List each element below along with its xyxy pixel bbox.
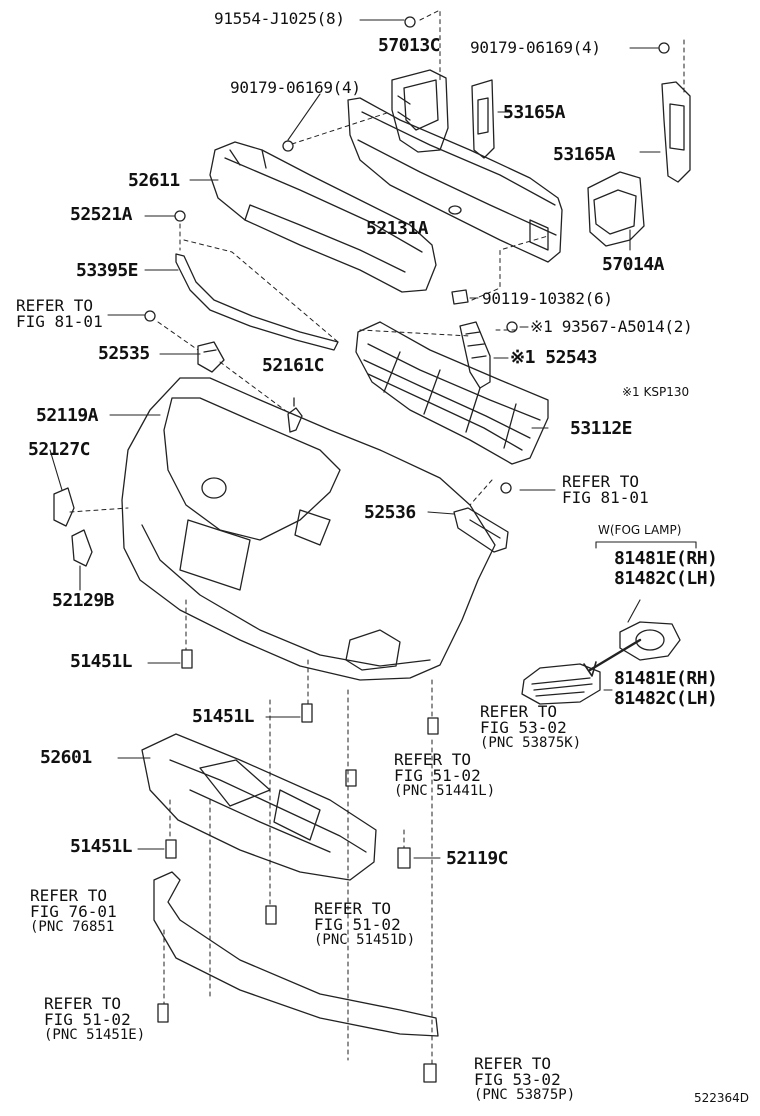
ref-line1: REFER TO [44, 994, 122, 1013]
label-90119-10382[interactable]: 90119-10382(6) [482, 289, 613, 308]
ref-line2: FIG 53-02 [480, 718, 567, 737]
ref-pnc: (PNC 53875P) [474, 1087, 576, 1103]
ref-fig-53-02-bottom[interactable]: REFER TO FIG 53-02 (PNC 53875P) [474, 1054, 576, 1103]
label-51451L-lower[interactable]: 51451L [70, 836, 133, 857]
diagram-id: 522364D [694, 1091, 750, 1105]
label-53395E[interactable]: 53395E [76, 260, 139, 281]
label-57013C[interactable]: 57013C [378, 35, 441, 56]
clip-52535 [197, 341, 225, 373]
ref-line2: FIG 81-01 [16, 312, 103, 331]
label-52543[interactable]: ※1 52543 [510, 347, 597, 368]
ref-pnc: (PNC 51451D) [314, 932, 416, 948]
label-52129B[interactable]: 52129B [52, 590, 115, 611]
bracket-57013C [391, 69, 449, 153]
ref-fig-53-02-mid[interactable]: REFER TO FIG 53-02 (PNC 53875K) [480, 702, 582, 751]
label-53165A-right[interactable]: 53165A [553, 144, 616, 165]
note-fog-lamp: W(FOG LAMP) [598, 523, 682, 537]
label-52161C[interactable]: 52161C [262, 355, 325, 376]
fog-lamp-cover-lower [521, 638, 642, 705]
bracket-53165A-center [471, 79, 495, 159]
label-52536[interactable]: 52536 [364, 502, 416, 523]
molding-53395E [175, 253, 339, 351]
bracket-52129B [71, 529, 93, 567]
label-81482C-lower[interactable]: 81482C(LH) [614, 688, 718, 709]
label-90179-06169-top[interactable]: 90179-06169(4) [470, 38, 601, 57]
ref-line1: REFER TO [16, 296, 94, 315]
ref-line1: REFER TO [30, 886, 108, 905]
bracket-57014A [587, 171, 645, 247]
ref-line1: REFER TO [474, 1054, 552, 1073]
label-52119A[interactable]: 52119A [36, 405, 99, 426]
dashed-lines [69, 9, 685, 1065]
label-52601[interactable]: 52601 [40, 747, 92, 768]
ref-fig-81-01-right[interactable]: REFER TO FIG 81-01 [562, 474, 649, 506]
label-52131A[interactable]: 52131A [366, 218, 429, 239]
ref-pnc: (PNC 51451E) [44, 1027, 146, 1043]
ref-line2: FIG 51-02 [314, 915, 401, 934]
ref-line2: FIG 51-02 [44, 1010, 131, 1029]
ref-fig-81-01-left[interactable]: REFER TO FIG 81-01 [16, 298, 103, 330]
label-52535[interactable]: 52535 [98, 343, 150, 364]
ref-line1: REFER TO [562, 472, 640, 491]
label-53165A-center[interactable]: 53165A [503, 102, 566, 123]
label-90179-06169-left[interactable]: 90179-06169(4) [230, 78, 361, 97]
ref-line2: FIG 81-01 [562, 488, 649, 507]
label-53112E[interactable]: 53112E [570, 418, 633, 439]
bumper-cover-52119A [121, 377, 496, 681]
label-91554-J1025[interactable]: 91554-J1025(8) [214, 9, 345, 28]
ref-line2: FIG 51-02 [394, 766, 481, 785]
leader-lines [49, 19, 697, 859]
bumper-reinforcement-52131A [347, 97, 563, 263]
bracket-52127C [53, 487, 75, 527]
ref-fig-51-02-mid[interactable]: REFER TO FIG 51-02 (PNC 51441L) [394, 750, 496, 799]
ref-line1: REFER TO [314, 899, 392, 918]
ref-line1: REFER TO [480, 702, 558, 721]
note-ksp130: ※1 KSP130 [622, 385, 690, 399]
ref-line2: FIG 76-01 [30, 902, 117, 921]
label-52119C[interactable]: 52119C [446, 848, 509, 869]
lower-grille-53112E [355, 321, 549, 465]
ref-pnc: (PNC 53875K) [480, 735, 582, 751]
label-52521A[interactable]: 52521A [70, 204, 133, 225]
fasteners [144, 16, 670, 1083]
label-57014A[interactable]: 57014A [602, 254, 665, 275]
label-52611[interactable]: 52611 [128, 170, 180, 191]
bracket-53165A-right [661, 81, 691, 183]
ref-pnc: (PNC 51441L) [394, 783, 496, 799]
retainer-52536 [453, 507, 509, 553]
cover-52543 [459, 321, 491, 389]
ref-fig-51-02-bottom[interactable]: REFER TO FIG 51-02 (PNC 51451E) [44, 994, 146, 1043]
retainer-52161C [287, 397, 303, 433]
lower-spoiler [153, 871, 439, 1037]
ref-fig-51-02-center[interactable]: REFER TO FIG 51-02 (PNC 51451D) [314, 899, 416, 948]
ref-fig-76-01[interactable]: REFER TO FIG 76-01 (PNC 76851 [30, 886, 117, 935]
under-cover-52601 [141, 733, 377, 881]
fog-lamp-cover-upper [619, 621, 681, 661]
ref-line1: REFER TO [394, 750, 472, 769]
label-81482C-upper[interactable]: 81482C(LH) [614, 568, 718, 589]
ref-pnc: (PNC 76851 [30, 919, 115, 935]
label-93567-A5014[interactable]: ※1 93567-A5014(2) [530, 317, 693, 336]
label-51451L-middle[interactable]: 51451L [192, 706, 255, 727]
ref-line2: FIG 53-02 [474, 1070, 561, 1089]
label-81481E-lower[interactable]: 81481E(RH) [614, 668, 718, 689]
label-81481E-upper[interactable]: 81481E(RH) [614, 548, 718, 569]
impact-absorber-52611 [209, 141, 437, 293]
label-51451L-upper[interactable]: 51451L [70, 651, 133, 672]
label-52127C[interactable]: 52127C [28, 439, 91, 460]
